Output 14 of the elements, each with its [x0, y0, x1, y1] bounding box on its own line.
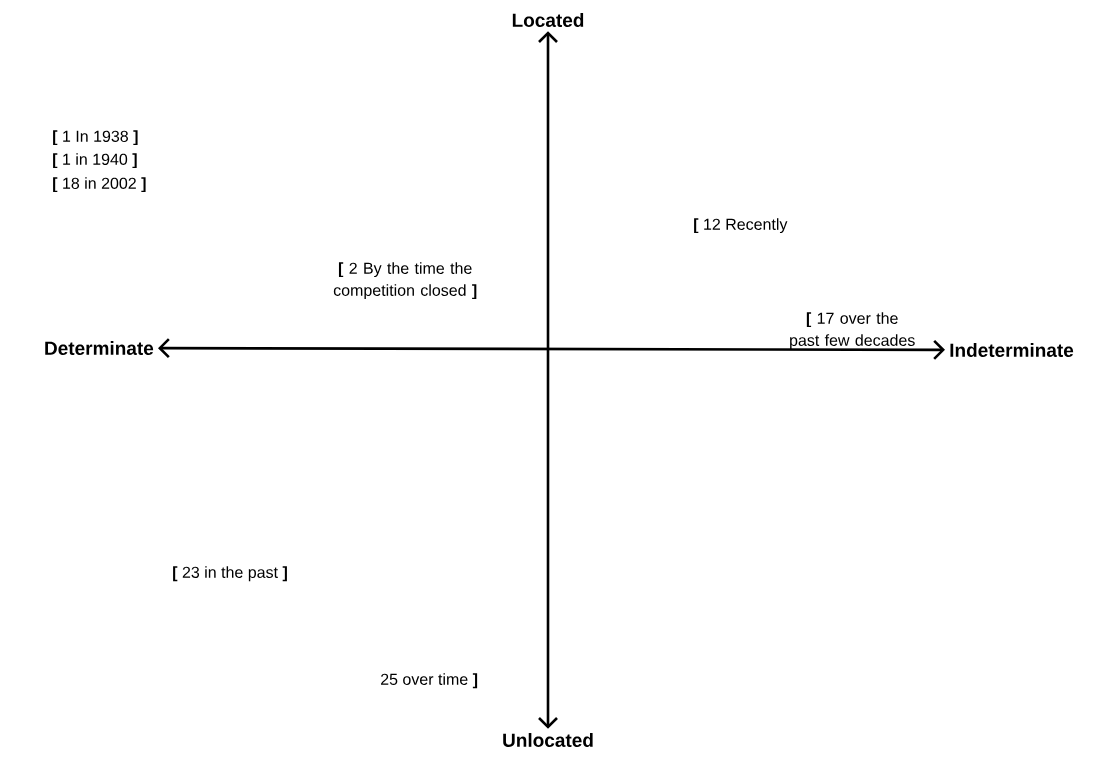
axis-label: Unlocated [503, 733, 593, 747]
axis-arrow [538, 31, 558, 729]
time-expression-label: 25 over time ] [381, 673, 478, 689]
axis-label: Determinate [45, 341, 154, 355]
time-expression-label: [ 23 in the past ] [173, 566, 287, 582]
axis-arrow [158, 338, 945, 360]
axis-label: Located [512, 13, 584, 27]
time-expression-label: [ 2 By the time the competition closed ] [333, 262, 477, 300]
time-expression-label: [ 12 Recently [694, 218, 788, 234]
time-expression-label: [ 17 over the past few decades [790, 312, 915, 350]
axis-label: Indeterminate [950, 343, 1074, 357]
time-expression-label: [ 18 in 2002 ] [53, 177, 146, 193]
time-expression-label: [ 1 In 1938 ] [53, 130, 138, 146]
time-expression-label: [ 1 in 1940 ] [53, 153, 137, 169]
